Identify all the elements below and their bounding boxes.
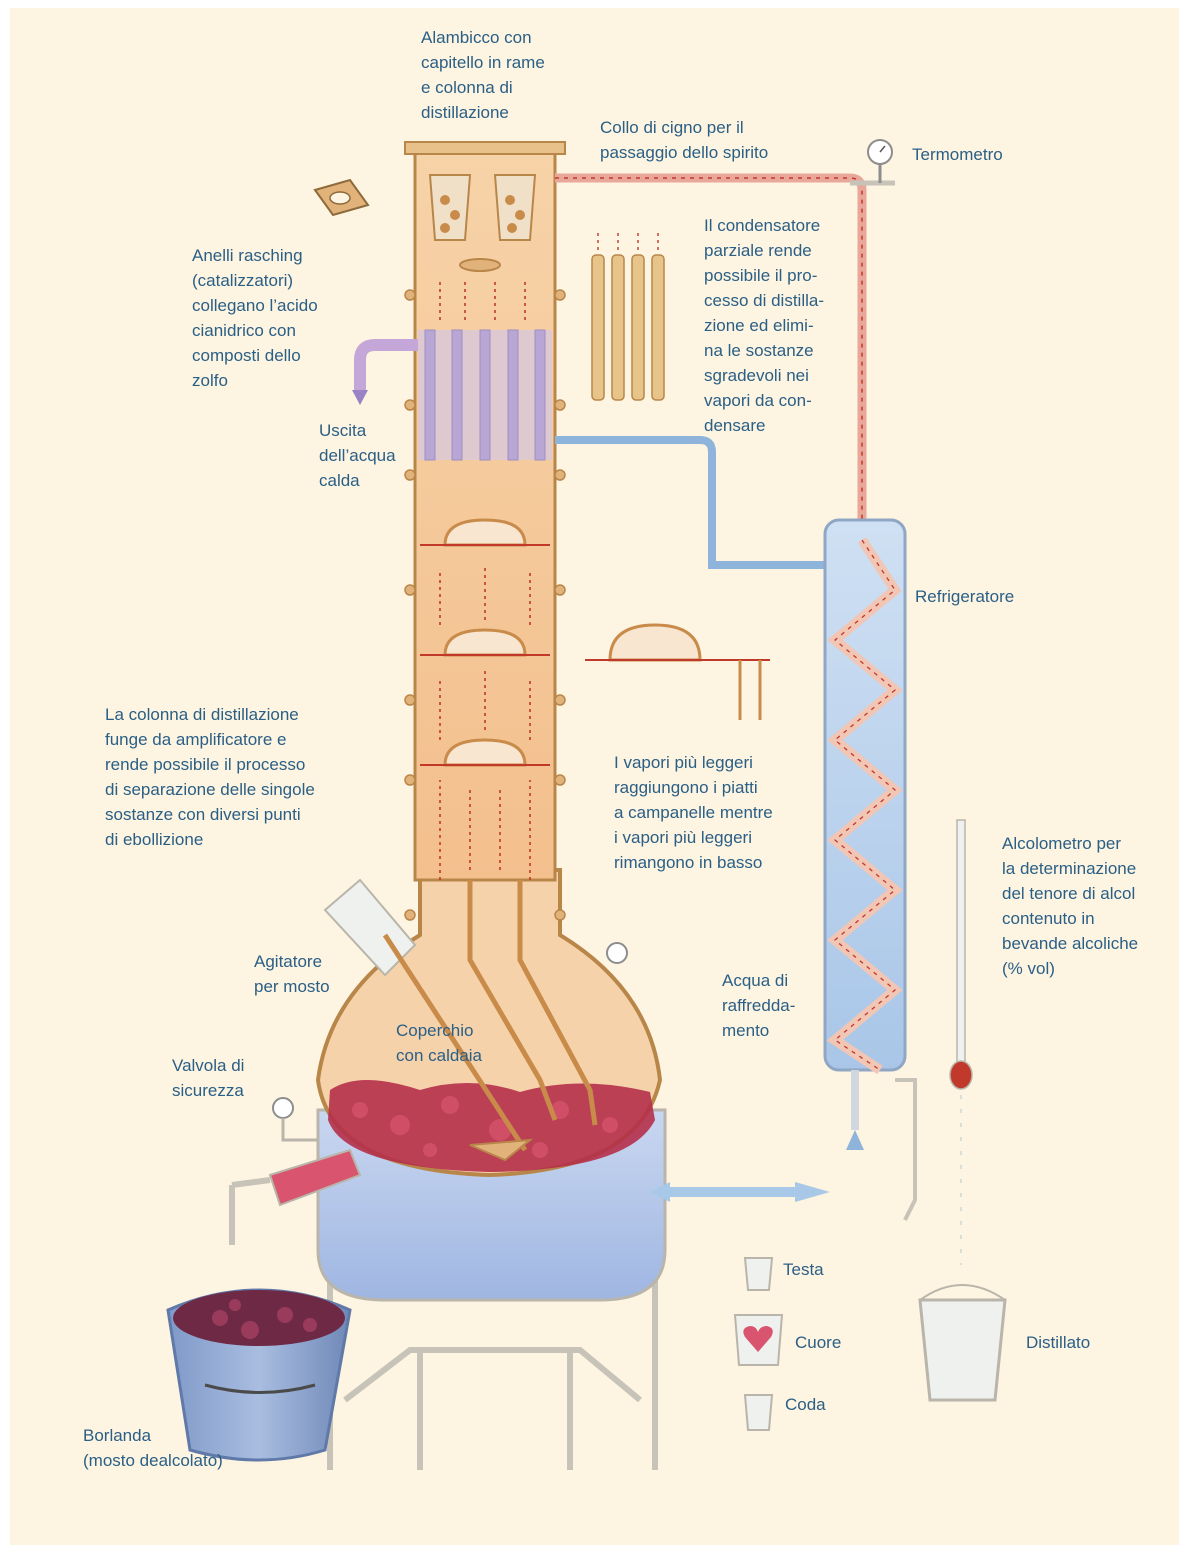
label-agitator: Agitatore per mosto (254, 949, 330, 999)
label-alcoholmeter: Alcolometro per la determinazione del te… (1002, 831, 1138, 981)
cooling-water-pipe (555, 440, 825, 565)
label-distillation-column: La colonna di distillazione funge da amp… (105, 702, 315, 852)
label-heart: Cuore (795, 1330, 841, 1355)
label-lid: Coperchio con caldaia (396, 1018, 482, 1068)
cooling-water-inlet-arrow (650, 1182, 830, 1202)
boiler-pressure-gauge-icon (607, 943, 627, 963)
refrigerator-coil (825, 520, 915, 1220)
label-partial-condenser: Il condensatore parziale rende possibile… (704, 213, 824, 438)
bubble-cap-detail (585, 625, 770, 720)
label-safety-valve: Valvola di sicurezza (172, 1053, 244, 1103)
illustration-frame: Alambicco con capitello in rame e colonn… (10, 8, 1179, 1545)
label-cooling-water: Acqua di raffredda- mento (722, 968, 795, 1043)
hot-water-outlet (352, 345, 418, 405)
label-rasching-rings: Anelli rasching (catalizzatori) collegan… (192, 243, 318, 393)
label-refrigerator: Refrigeratore (915, 584, 1014, 609)
label-alembic: Alambicco con capitello in rame e colonn… (421, 25, 545, 125)
safety-valve-gauge-icon (273, 1098, 293, 1118)
heart-glass-icon (735, 1315, 782, 1365)
label-heads: Testa (783, 1257, 824, 1282)
label-distillate: Distillato (1026, 1330, 1090, 1355)
label-swan-neck: Collo di cigno per il passaggio dello sp… (600, 115, 768, 165)
label-stillage: Borlanda (mosto dealcolato) (83, 1423, 223, 1473)
label-tails: Coda (785, 1392, 826, 1417)
partial-condenser-detail (592, 255, 664, 400)
alcoholmeter-icon (950, 820, 972, 1265)
distillate-bucket-icon (920, 1285, 1005, 1400)
rasching-ring-icon (315, 180, 368, 215)
heads-glass-icon (745, 1258, 772, 1290)
tails-glass-icon (745, 1395, 772, 1430)
label-hot-water-outlet: Uscita dell’acqua calda (319, 418, 396, 493)
label-thermometer: Termometro (912, 142, 1003, 167)
label-vapors: I vapori più leggeri raggiungono i piatt… (614, 750, 773, 875)
thermometer-icon (868, 140, 892, 183)
